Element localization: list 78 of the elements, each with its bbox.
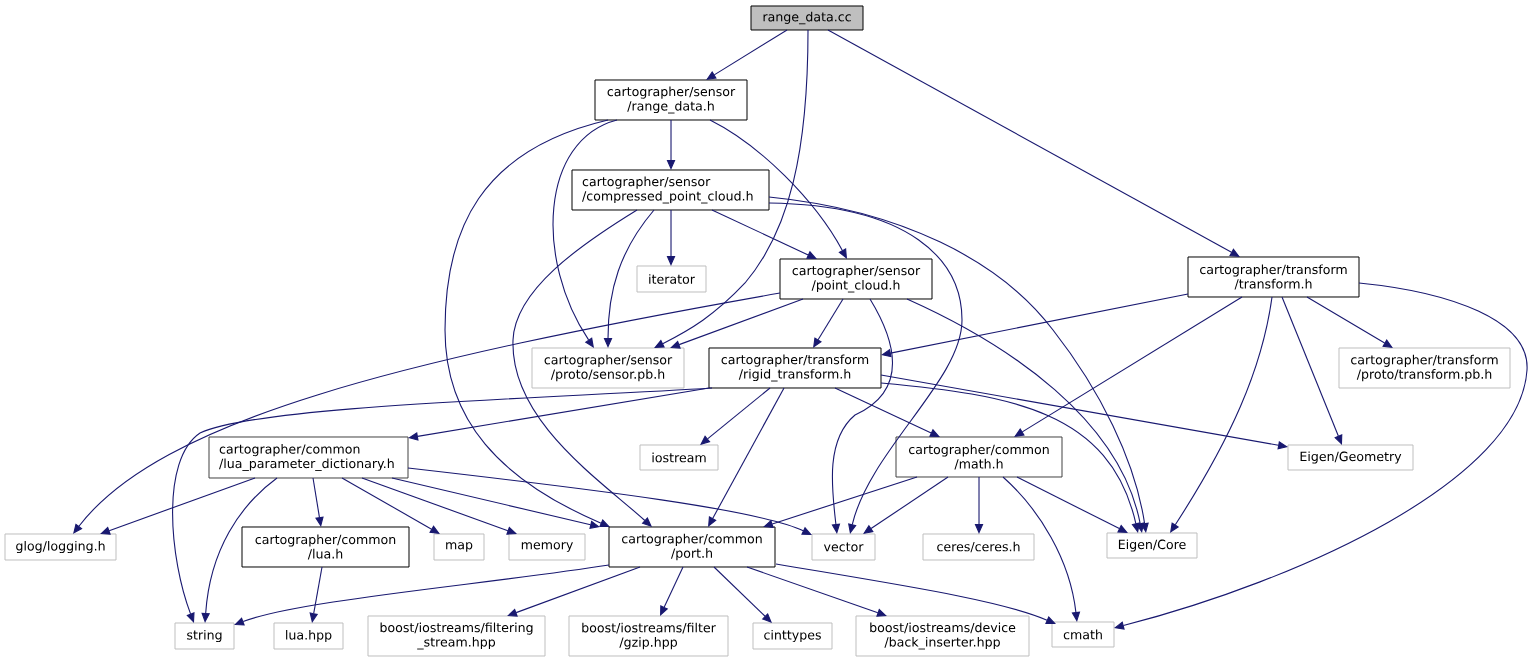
- arrow: [708, 387, 785, 527]
- arrow: [407, 467, 812, 535]
- file-box: cartographer/common /lua_parameter_dictionary.h: [208, 436, 409, 479]
- file-box: ceres/ceres.h: [922, 533, 1035, 561]
- arrow: [974, 476, 984, 534]
- file-box: cartographer/sensor /compressed_point_cloud.h: [571, 169, 770, 211]
- arrow: [552, 119, 618, 348]
- arrow: [341, 477, 440, 534]
- arrow: [906, 298, 1145, 533]
- file-box: Eigen/Core: [1106, 532, 1198, 559]
- file-box: range_data.cc: [750, 5, 864, 31]
- arrow: [813, 298, 844, 348]
- arrow: [746, 566, 887, 617]
- arrow: [666, 119, 676, 170]
- arrow: [201, 477, 278, 623]
- arrow: [1306, 296, 1393, 348]
- file-box: cartographer/transform /rigid_transform.h: [708, 347, 882, 389]
- arrow: [1281, 296, 1343, 445]
- arrow: [880, 374, 1288, 450]
- arrow: [881, 293, 1189, 358]
- arrow: [312, 477, 324, 527]
- arrow: [880, 382, 1141, 533]
- arrow: [831, 298, 894, 534]
- arrow: [827, 29, 1240, 257]
- file-box: iterator: [636, 265, 707, 293]
- file-box: cartographer/transform /transform.h: [1187, 256, 1360, 298]
- arrow: [775, 563, 1056, 625]
- file-box: cartographer/sensor /point_cloud.h: [779, 258, 933, 300]
- arrow: [391, 477, 600, 529]
- arrow: [670, 298, 804, 349]
- file-box: cmath: [1051, 621, 1115, 648]
- arrow: [1016, 476, 1128, 533]
- arrow: [1114, 282, 1528, 630]
- arrow: [709, 119, 847, 259]
- file-box: cartographer/transform /proto/transform.pb.h: [1338, 347, 1511, 389]
- arrow: [768, 196, 1149, 533]
- file-box: boost/iostreams/device /back_inserter.hpp: [855, 615, 1030, 657]
- file-box: cartographer/common /port.h: [608, 526, 776, 568]
- file-box: cartographer/sensor /range_data.h: [594, 79, 748, 121]
- file-box: glog/logging.h: [4, 533, 117, 561]
- arrow: [768, 202, 963, 534]
- file-box: Eigen/Geometry: [1287, 444, 1414, 471]
- file-box: iostream: [639, 444, 719, 471]
- arrow: [1014, 296, 1243, 437]
- file-box: cartographer/common /math.h: [895, 436, 1063, 478]
- arrow: [763, 476, 918, 529]
- file-box: map: [433, 533, 485, 561]
- file-box: string: [174, 622, 235, 650]
- arrow: [603, 209, 655, 348]
- file-box: cartographer/common /lua.h: [241, 526, 410, 568]
- file-box: memory: [508, 533, 586, 561]
- arrow: [512, 209, 652, 527]
- arrow: [172, 387, 713, 623]
- file-box: cartographer/sensor /proto/sensor.pb.h: [531, 347, 685, 389]
- arrow: [834, 387, 940, 437]
- arrow: [666, 209, 676, 266]
- arrow: [309, 566, 323, 623]
- arrow: [73, 292, 781, 534]
- arrow: [1002, 476, 1081, 622]
- file-box: boost/iostreams/filtering _stream.hpp: [367, 615, 546, 657]
- file-box: boost/iostreams/filter /gzip.hpp: [568, 615, 729, 657]
- arrow: [660, 566, 684, 616]
- arrow: [444, 119, 610, 528]
- arrow: [234, 564, 610, 626]
- arrow: [1170, 296, 1273, 533]
- arrow: [654, 29, 809, 348]
- arrow: [706, 29, 788, 80]
- arrow: [713, 566, 772, 623]
- arrow: [408, 387, 710, 441]
- arrow: [711, 209, 817, 259]
- file-box: lua.hpp: [273, 622, 344, 650]
- arrow: [100, 477, 256, 535]
- file-box: cinttypes: [752, 622, 833, 650]
- arrow: [863, 476, 949, 534]
- arrow: [507, 566, 641, 617]
- file-box: vector: [811, 533, 876, 561]
- arrow: [361, 477, 517, 535]
- arrow: [700, 387, 771, 445]
